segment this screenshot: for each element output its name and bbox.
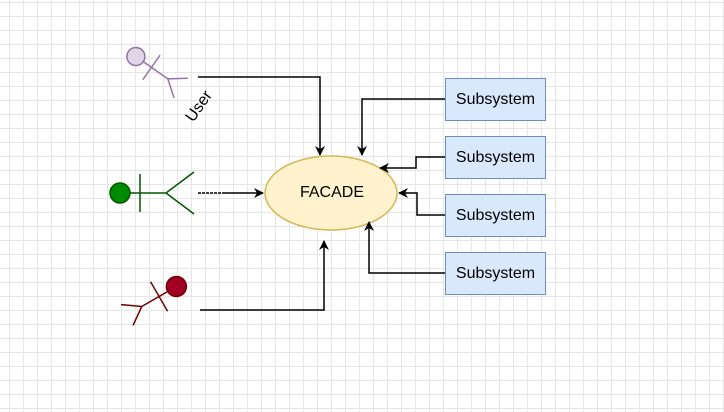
subsystem-box-1[interactable]: Subsystem [445, 78, 546, 121]
actor-user-head [126, 46, 146, 67]
subsystem-box-3[interactable]: Subsystem [445, 194, 546, 237]
actor-red-head [165, 275, 188, 298]
facade-ellipse[interactable] [264, 155, 398, 231]
subsystem-box-4[interactable]: Subsystem [445, 252, 546, 295]
actor-green-head [109, 182, 131, 204]
connector-red-facade[interactable] [200, 240, 329, 311]
actor-red[interactable] [119, 267, 194, 330]
actor-user[interactable] [120, 39, 190, 100]
actor-green[interactable] [109, 171, 195, 215]
facade-label: FACADE [299, 184, 364, 201]
connector-user-facade[interactable] [198, 76, 325, 156]
connector-subsystem-2[interactable] [379, 156, 445, 173]
subsystem-box-2[interactable]: Subsystem [445, 136, 546, 179]
connector-subsystem-4[interactable] [364, 221, 445, 274]
connector-subsystem-3[interactable] [398, 188, 445, 216]
connector-subsystem-1[interactable] [357, 98, 445, 156]
